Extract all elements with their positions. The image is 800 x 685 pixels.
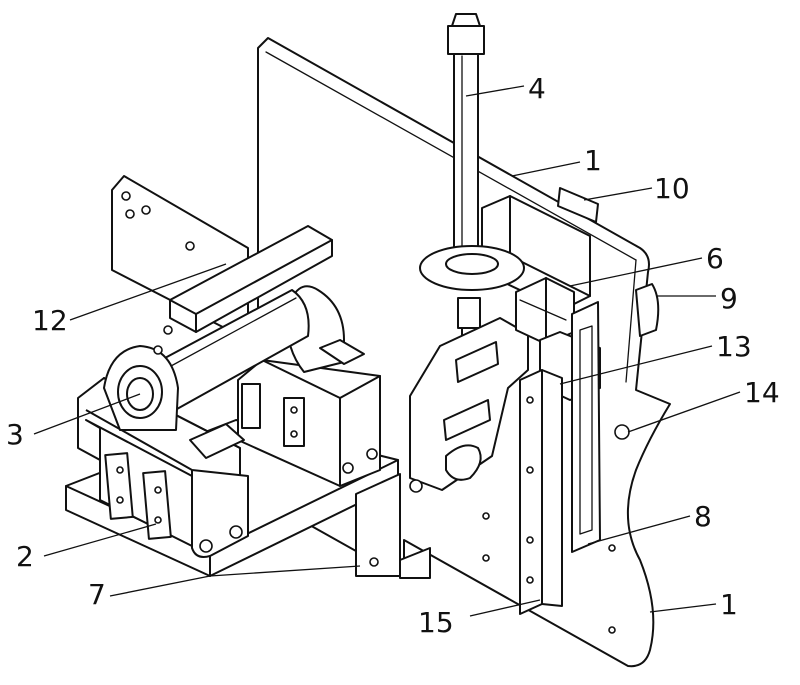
- label-7: 7: [88, 578, 106, 611]
- label-4: 4: [528, 72, 546, 105]
- label-2: 2: [16, 540, 34, 573]
- label-6: 6: [706, 242, 724, 275]
- slot-8: [572, 302, 600, 552]
- label-1-bottom: 1: [720, 588, 738, 621]
- label-1-top: 1: [584, 144, 602, 177]
- label-10: 10: [654, 172, 690, 205]
- label-13: 13: [716, 330, 752, 363]
- pillow-block-bearing-3: [104, 346, 178, 430]
- label-14: 14: [744, 376, 780, 409]
- threaded-rod-4: [448, 14, 484, 282]
- label-3: 3: [6, 418, 24, 451]
- label-8: 8: [694, 500, 712, 533]
- label-15: 15: [418, 606, 454, 639]
- label-9: 9: [720, 282, 738, 315]
- label-12: 12: [32, 304, 68, 337]
- pin-14: [615, 425, 629, 439]
